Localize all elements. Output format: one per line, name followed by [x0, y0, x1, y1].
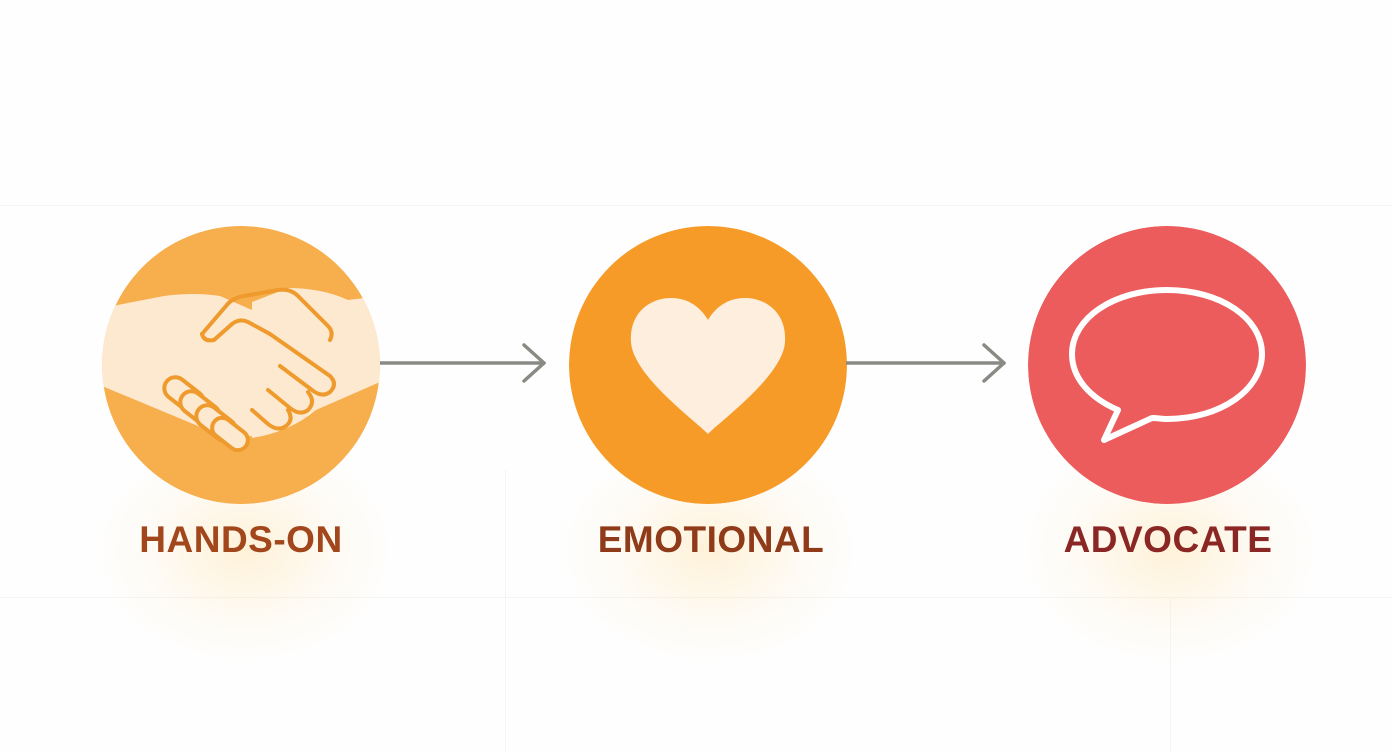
emotional-circle	[569, 226, 847, 504]
speech-bubble-icon	[1028, 226, 1306, 504]
stage-label-hands-on: HANDS-ON	[139, 519, 343, 560]
handshake-icon	[102, 226, 380, 504]
heart-icon	[569, 226, 847, 504]
background-guide-line	[0, 597, 1392, 598]
background-guide-line	[505, 470, 506, 752]
arrow-right-icon	[380, 343, 546, 383]
stage-label-emotional: EMOTIONAL	[597, 519, 825, 560]
background-guide-line	[0, 205, 1392, 206]
background-guide-line	[1170, 597, 1171, 752]
advocate-circle	[1028, 226, 1306, 504]
arrow-right-icon	[846, 343, 1006, 383]
stage-label-advocate: ADVOCATE	[1063, 519, 1273, 560]
hands-on-circle	[102, 226, 380, 504]
